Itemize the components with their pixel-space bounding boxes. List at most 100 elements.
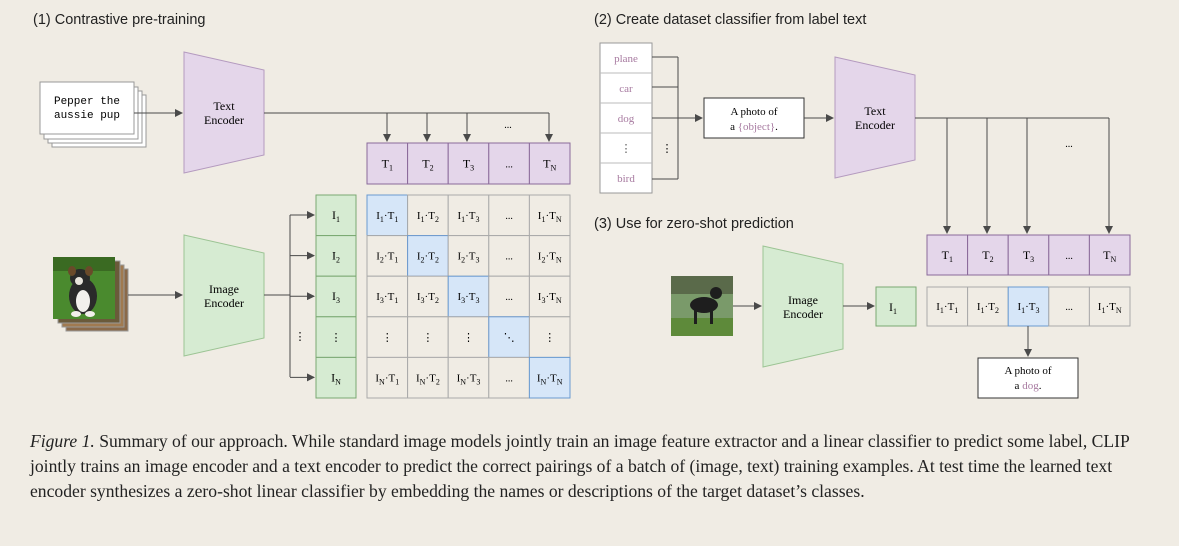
label-plane: plane (614, 53, 638, 65)
svg-text:a dog.: a dog. (1015, 380, 1042, 392)
matrix-cell (447, 235, 490, 277)
matrix-cell (447, 356, 490, 399)
template-prefix: a (730, 121, 738, 133)
text-embedding-cell (967, 234, 1009, 276)
matrix-cell (366, 316, 409, 358)
matrix-cell-label: I1·T1 (376, 210, 398, 224)
image-feature-vdots: ⋮ (295, 331, 306, 343)
image-embedding-I3: I3 (332, 289, 340, 305)
matrix-cell (447, 194, 490, 237)
matrix-cell (488, 275, 530, 318)
logit-ellipsis: ... (1065, 302, 1073, 313)
section-title-pretraining: (1) Contrastive pre-training (33, 12, 206, 28)
matrix-cell-label: ... (505, 211, 513, 222)
image-embedding-cell (315, 275, 357, 318)
classifier-ellipsis: ... (1065, 139, 1073, 150)
matrix-cell-label: I1·TN (538, 210, 562, 224)
matrix-cell (407, 194, 449, 237)
matrix-cell (528, 235, 571, 277)
dog-photo (53, 257, 115, 319)
image-input-stack (53, 257, 129, 332)
matrix-cell-label: ⋮ (544, 332, 555, 344)
label-car: car (619, 83, 633, 95)
image-encoder-2-label-1: Image (788, 293, 818, 307)
matrix-cell-label: ... (505, 292, 513, 303)
logit-I1TN: I1·TN (1098, 301, 1122, 315)
matrix-cell-label: ⋮ (382, 332, 393, 344)
matrix-cell-label: I1·T2 (417, 210, 439, 224)
logit-I1T3: I1·T3 (1017, 301, 1039, 315)
matrix-cell (407, 316, 449, 358)
text-embedding-T3: T3 (1023, 248, 1034, 264)
matrix-cell (488, 235, 530, 277)
image-embedding-I1: I1 (332, 208, 340, 224)
matrix-cell-label: IN·T3 (457, 372, 481, 386)
matrix-cell (447, 316, 490, 358)
text-input-line-2: aussie pup (54, 110, 120, 122)
image-embedding-vdots: ⋮ (331, 332, 342, 344)
image-encoder-label-2: Encoder (204, 296, 244, 310)
matrix-cell-match (447, 275, 490, 318)
text-encoder-pretraining: Text Encoder (183, 51, 265, 174)
template-object: {object} (738, 121, 775, 133)
text-feature-ellipsis: ... (504, 120, 512, 131)
matrix-cell (528, 194, 571, 237)
text-embedding-cell (1048, 234, 1090, 276)
logit-cell (926, 286, 969, 327)
text-encoder-label-2: Encoder (204, 113, 244, 127)
text-embedding-T2: T2 (422, 157, 433, 173)
text-embedding-T1: T1 (382, 157, 393, 173)
image-encoder-label-1: Image (209, 282, 239, 296)
text-embedding-T3: T3 (463, 157, 474, 173)
section-title-classifier: (2) Create dataset classifier from label… (594, 12, 867, 28)
result-prefix: a (1015, 380, 1023, 392)
label-list-vdots: ⋮ (621, 143, 632, 155)
template-line-1: A photo of (730, 106, 777, 118)
zero-shot-image-embedding: I1 (875, 286, 917, 327)
image-embedding-cell (315, 316, 357, 358)
matrix-cell-label: I3·T1 (376, 291, 398, 305)
text-embedding-cell (528, 142, 571, 185)
svg-text:I1: I1 (889, 300, 897, 316)
matrix-cell-label: I2·T1 (376, 251, 398, 265)
logit-I1T2: I1·T2 (977, 301, 999, 315)
caption-label: Figure 1. (30, 431, 95, 451)
matrix-cell-label: ⋮ (422, 332, 433, 344)
zero-shot-photo (671, 276, 733, 336)
text-embedding-ellipsis: ... (1065, 251, 1073, 262)
matrix-cell-label: ... (505, 373, 513, 384)
text-embedding-TN: TN (1103, 248, 1116, 264)
section-title-zero-shot: (3) Use for zero-shot prediction (594, 216, 794, 232)
text-embedding-T2: T2 (982, 248, 993, 264)
result-suffix: . (1039, 380, 1042, 392)
matrix-cell-label: I3·TN (538, 291, 562, 305)
matrix-cell-label: IN·TN (537, 372, 563, 386)
image-embedding-IN: IN (331, 370, 341, 386)
matrix-cell-label: I2·T2 (417, 251, 439, 265)
clip-diagram: Pepper the aussie pup Text Encoder ... T… (39, 42, 1131, 399)
matrix-cell-label: I1·T3 (457, 210, 479, 224)
image-encoder-pretraining: Image Encoder (183, 234, 265, 357)
text-embedding-cell (488, 142, 530, 185)
prompt-template: A photo of a {object}. (703, 97, 805, 139)
matrix-cell-label: IN·T2 (416, 372, 440, 386)
image-encoder-2-label-2: Encoder (783, 307, 823, 321)
image-embedding-I2: I2 (332, 249, 340, 265)
matrix-cell-match (488, 316, 530, 358)
matrix-cell (407, 275, 449, 318)
result-object: dog (1022, 380, 1039, 392)
text-encoder-classifier: Text Encoder (834, 56, 916, 179)
logit-cell (967, 286, 1009, 327)
logit-cell (1088, 286, 1131, 327)
caption-text: Summary of our approach. While standard … (30, 431, 1130, 501)
matrix-cell-label: ⋮ (463, 332, 474, 344)
text-encoder-2-label-1: Text (864, 104, 886, 118)
image-embedding-cell (315, 356, 357, 399)
zero-shot-result: A photo of a dog. (977, 357, 1079, 399)
result-line-1: A photo of (1004, 365, 1051, 377)
text-embedding-cell (926, 234, 969, 276)
